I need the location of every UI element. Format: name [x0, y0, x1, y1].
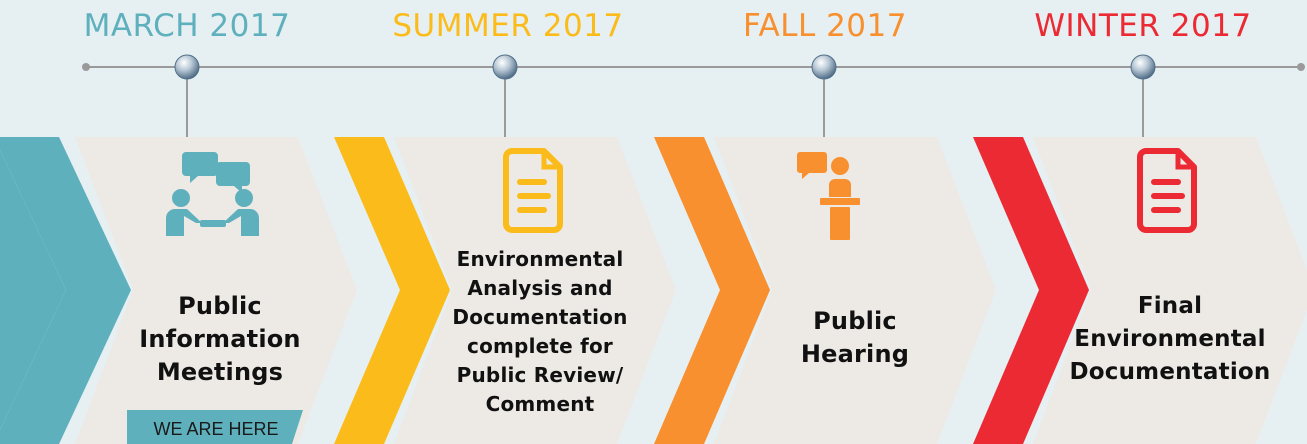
step-line: Comment [485, 392, 595, 416]
meeting-people-icon [166, 152, 259, 236]
timeline-end-dot [1297, 63, 1305, 71]
step-line: Hearing [800, 340, 910, 368]
step-line: Documentation [1069, 359, 1271, 385]
timeline-node-3 [811, 54, 837, 80]
podium-speaker-icon [797, 152, 860, 240]
document-icon [1137, 148, 1197, 233]
phase-label-fall: FALL 2017 [743, 8, 907, 44]
step-text-public-hearing: Public Hearing [755, 305, 955, 371]
phase-label-march: MARCH 2017 [83, 8, 291, 44]
step-line: complete for [467, 334, 613, 358]
step-line: Public [178, 292, 262, 320]
we-are-here-label: WE ARE HERE [153, 419, 279, 439]
document-icon [503, 148, 563, 233]
timeline-node-4 [1130, 54, 1156, 80]
step-line: Information [139, 325, 301, 353]
chevron-4 [973, 137, 1089, 444]
step-line: Final [1137, 293, 1203, 319]
step-line: Meetings [156, 358, 284, 386]
step-panel-2 [394, 137, 676, 444]
step-line: Environmental [1074, 326, 1266, 352]
step-panel-4 [1033, 137, 1307, 444]
timeline-node-2 [492, 54, 518, 80]
step-line: Environmental [456, 247, 624, 271]
chevron-3 [654, 137, 770, 444]
step-line: Documentation [452, 305, 628, 329]
step-line: Public Review/ [456, 363, 624, 387]
step-text-final-environmental-documentation: Final Environmental Documentation [1060, 290, 1280, 389]
step-text-environmental-analysis: Environmental Analysis and Documentation… [435, 245, 645, 419]
phase-label-summer: SUMMER 2017 [392, 8, 624, 44]
chevron-1-fill [0, 150, 66, 430]
step-text-public-information-meetings: Public Information Meetings [120, 290, 320, 389]
we-are-here-banner [127, 410, 303, 444]
step-panel-1 [75, 137, 357, 444]
timeline-node-1 [174, 54, 200, 80]
step-panel-3 [714, 137, 996, 444]
chevron-2 [334, 137, 450, 444]
step-line: Analysis and [467, 276, 613, 300]
step-line: Public [813, 307, 897, 335]
chevron-1 [0, 137, 131, 444]
phase-label-winter: WINTER 2017 [1034, 8, 1252, 44]
timeline-start-dot [82, 63, 90, 71]
